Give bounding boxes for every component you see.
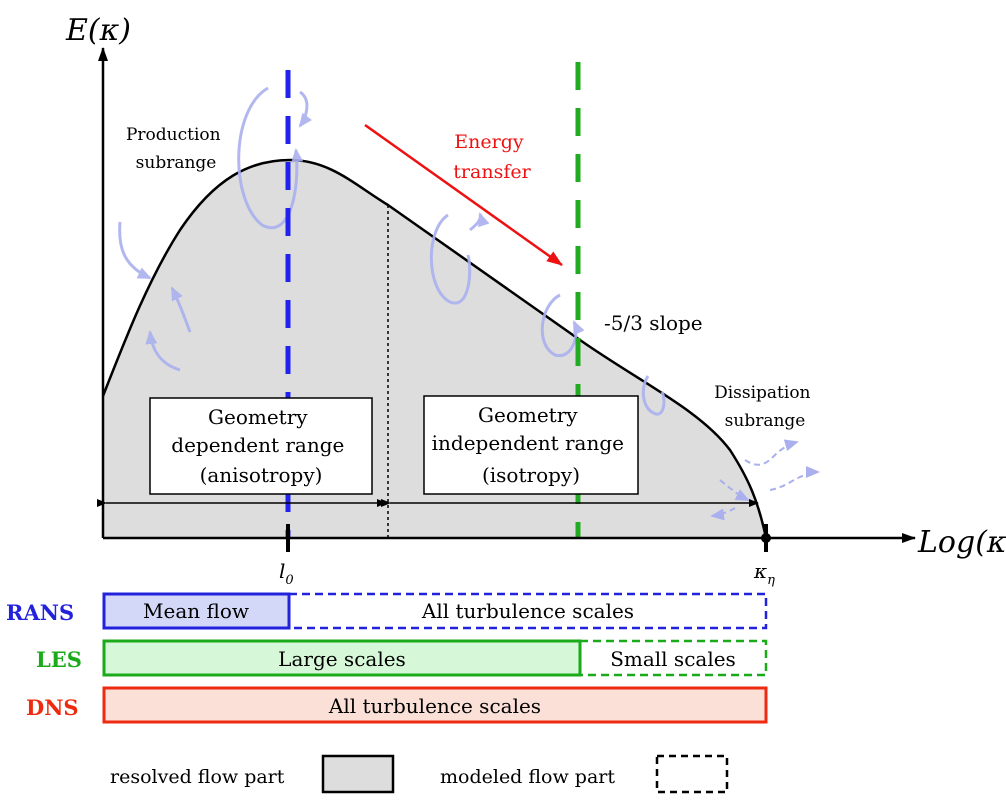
dependent-line-2: dependent range xyxy=(171,433,344,457)
independent-line-3: (isotropy) xyxy=(482,463,580,487)
rans-resolved-text: Mean flow xyxy=(143,599,249,623)
production-line-2: subrange xyxy=(136,153,217,173)
independent-line-1: Geometry xyxy=(478,403,578,427)
rans-row: RANS Mean flow All turbulence scales xyxy=(6,592,768,630)
x-axis-label: Log(κ) xyxy=(917,525,1006,560)
les-resolved-box xyxy=(102,639,582,677)
geometry-dependent-box xyxy=(149,397,373,495)
legend-modeled-text: modeled flow part xyxy=(440,766,615,788)
dependent-line-3: (anisotropy) xyxy=(200,463,323,487)
legend-modeled-swatch xyxy=(655,754,729,794)
y-axis-label: E(κ) xyxy=(65,13,131,48)
energy-transfer-label: Energy transfer xyxy=(453,131,531,183)
k-eta-label-text: κ xyxy=(753,559,767,583)
legend-resolved-swatch xyxy=(321,754,395,794)
l0-label-subscript: 0 xyxy=(285,573,293,588)
les-modeled-box xyxy=(578,639,768,677)
k-eta-dot xyxy=(761,533,771,543)
geometry-independent-box xyxy=(423,395,639,495)
energy-line-2: transfer xyxy=(453,161,531,183)
energy-line-1: Energy xyxy=(454,131,524,153)
energy-transfer-arrow xyxy=(364,123,563,267)
les-label: LES xyxy=(36,647,82,672)
les-modeled-text: Small scales xyxy=(610,647,736,671)
rans-label: RANS xyxy=(6,600,74,625)
legend: resolved flow part modeled flow part xyxy=(110,754,729,794)
production-label: Production subrange xyxy=(126,125,226,173)
dns-label: DNS xyxy=(26,695,79,720)
geometry-independent-label: Geometry independent range (isotropy) xyxy=(432,403,631,487)
dns-row: DNS All turbulence scales xyxy=(26,686,768,724)
independent-line-2: independent range xyxy=(432,431,624,455)
dissipation-line-2: subrange xyxy=(725,411,806,431)
dissipation-line-1: Dissipation xyxy=(714,383,810,403)
production-line-1: Production xyxy=(126,125,221,145)
spectrum-curve xyxy=(101,158,768,539)
dns-resolved-text: All turbulence scales xyxy=(328,694,541,718)
dissipation-label: Dissipation subrange xyxy=(714,383,816,431)
rans-modeled-text: All turbulence scales xyxy=(421,599,634,623)
rans-modeled-box xyxy=(287,592,768,630)
l0-label: l0 xyxy=(279,559,294,588)
dissipation-arrows xyxy=(710,439,820,521)
les-row: LES Large scales Small scales xyxy=(36,639,768,677)
dependent-line-1: Geometry xyxy=(208,405,308,429)
k-eta-label-subscript: η xyxy=(767,573,775,588)
dns-resolved-box xyxy=(102,686,768,724)
l0-label-text: l xyxy=(279,559,285,583)
legend-resolved-text: resolved flow part xyxy=(110,766,285,788)
geometry-dependent-label: Geometry dependent range (anisotropy) xyxy=(171,405,350,487)
slope-label: -5/3 slope xyxy=(604,311,703,335)
eddy-decorations xyxy=(118,86,666,416)
les-resolved-text: Large scales xyxy=(278,647,406,671)
k-eta-label: κη xyxy=(753,559,775,588)
